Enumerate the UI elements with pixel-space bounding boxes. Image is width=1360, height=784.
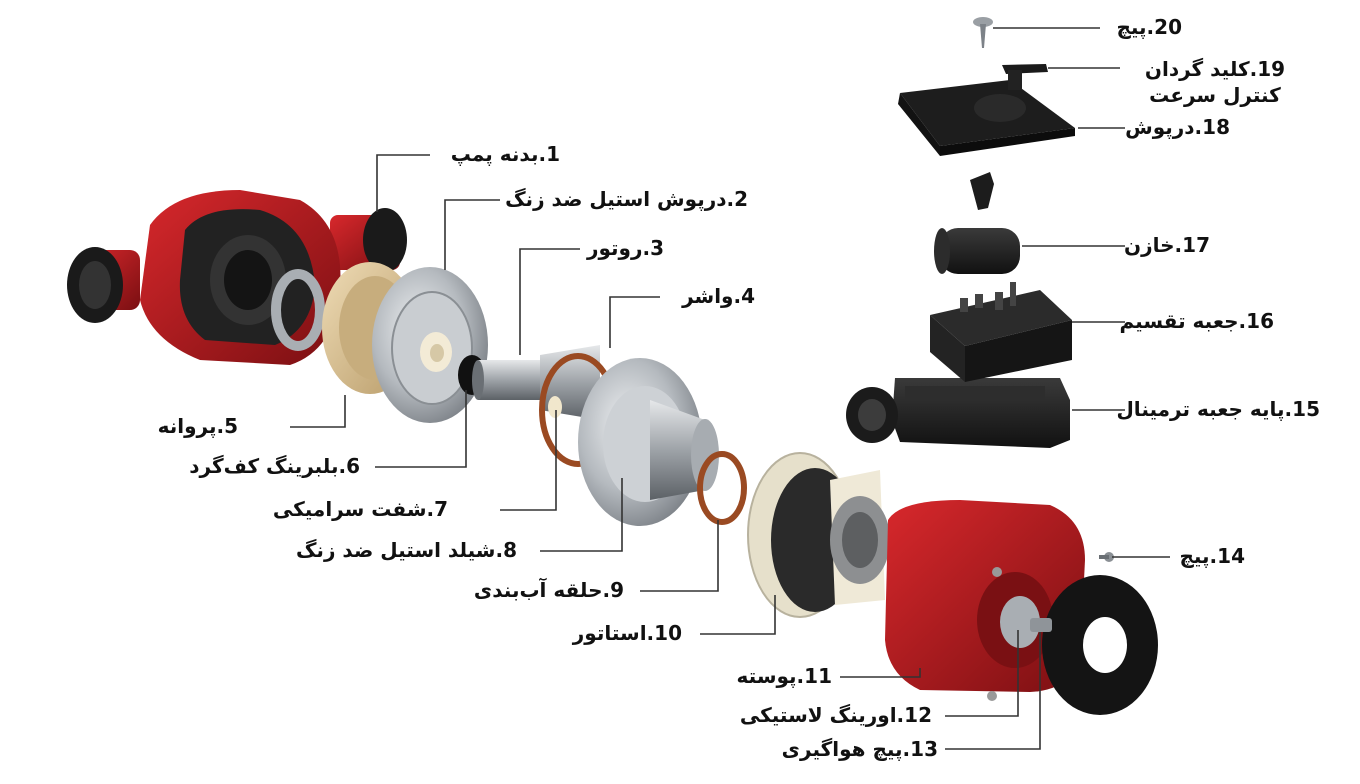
stainless-shield-part bbox=[578, 358, 719, 526]
leader-2 bbox=[444, 199, 500, 270]
label-housing: 11.پوسته bbox=[736, 664, 832, 688]
stator-part bbox=[747, 452, 890, 618]
label-seal-ring: 9.حلقه آب‌بندی bbox=[473, 578, 624, 602]
leader-lines bbox=[290, 27, 1170, 750]
leader-9 bbox=[640, 520, 719, 592]
label-pump-body: 1.بدنه پمپ bbox=[450, 142, 560, 166]
leader-12 bbox=[945, 630, 1019, 717]
capacitor-part bbox=[934, 228, 1020, 274]
label-thrust-bearing: 6.بلبرینگ کف‌گرد bbox=[189, 454, 360, 478]
terminal-box-base-part bbox=[846, 378, 1070, 448]
pump-body-part bbox=[67, 190, 407, 365]
leader-4 bbox=[609, 296, 660, 348]
label-junction-box: 16.جعبه تقسیم bbox=[1119, 309, 1274, 333]
speed-knob-part bbox=[1002, 64, 1048, 90]
leader-1 bbox=[376, 154, 430, 212]
leader-11 bbox=[840, 668, 921, 678]
housing-part bbox=[885, 500, 1085, 701]
knob-shaft-part bbox=[970, 172, 994, 210]
leader-3 bbox=[519, 248, 580, 355]
leader-13 bbox=[945, 632, 1041, 750]
label-screw-20: 20.پیچ bbox=[1116, 15, 1182, 39]
leader-7 bbox=[500, 410, 557, 511]
screw-20-part bbox=[973, 17, 993, 48]
screw-14-part bbox=[1099, 552, 1114, 562]
label-bleed-screw: 13.پیچ هواگیری bbox=[781, 737, 938, 761]
rubber-oring-part bbox=[1042, 575, 1158, 715]
seal-ring-part bbox=[697, 451, 747, 525]
label-terminal-box-base: 15.پایه جعبه ترمینال bbox=[1116, 397, 1320, 421]
leader-5 bbox=[290, 395, 346, 428]
label-impeller: 5.پروانه bbox=[157, 414, 238, 438]
label-stainless-cover: 2.درپوش استیل ضد زنگ bbox=[505, 187, 748, 211]
label-screw-14: 14.پیچ bbox=[1179, 544, 1245, 568]
label-rubber-oring: 12.اورینگ لاستیکی bbox=[739, 703, 932, 727]
bleed-screw-part bbox=[1030, 618, 1052, 632]
leader-6 bbox=[375, 390, 467, 468]
label-stator: 10.استاتور bbox=[572, 621, 682, 645]
label-ceramic-shaft: 7.شفت سرامیکی bbox=[272, 497, 448, 521]
stainless-cover-part bbox=[372, 267, 488, 423]
cover-part bbox=[898, 80, 1075, 156]
label-stainless-shield: 8.شیلد استیل ضد زنگ bbox=[295, 538, 517, 562]
label-speed-knob: 19.کلید گردان کنترل سرعت bbox=[1144, 57, 1286, 107]
label-capacitor: 17.خازن bbox=[1124, 233, 1210, 257]
junction-box-part bbox=[930, 282, 1072, 382]
label-washer: 4.واشر bbox=[682, 284, 755, 308]
leader-8 bbox=[540, 478, 623, 552]
label-cover: 18.درپوش bbox=[1125, 115, 1230, 139]
leader-10 bbox=[700, 595, 776, 635]
label-rotor: 3.روتور bbox=[586, 236, 664, 260]
